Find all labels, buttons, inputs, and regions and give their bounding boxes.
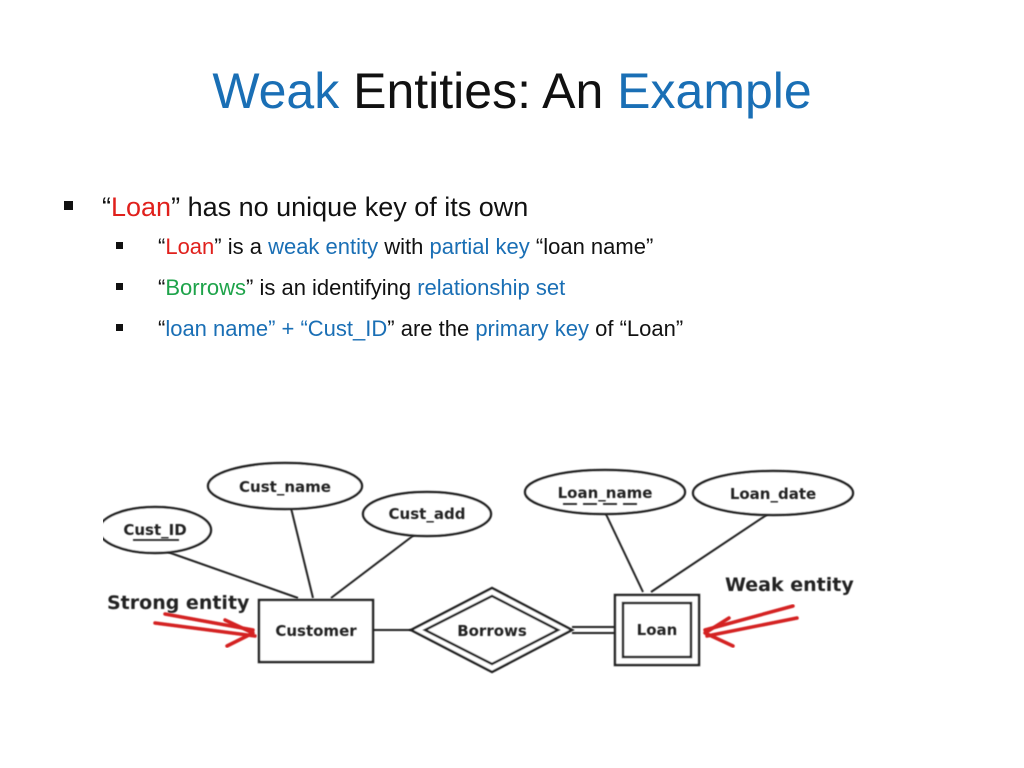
weak-arrow-shaft-1 [703,604,795,632]
bullet-text: ” has no unique key of its own [171,192,529,222]
er-diagram: Cust_ID Cust_name Cust_add Loan_name Loa… [103,461,855,674]
sub-bullet-square-icon [116,324,123,331]
weak-arrow-shaft-2 [705,616,799,638]
line-custname-customer [290,507,314,599]
bullet-square-icon [64,201,73,210]
loan-text: Loan [111,192,172,222]
loan-text: Loan [165,234,215,259]
title-middle: Entities: An [339,63,618,119]
keys-text: loan name” + “Cust_ID [165,316,388,341]
borrows-diamond-inner [422,594,561,666]
loan-entity-inner-box [621,601,693,659]
weak-arrow-head-icon [703,616,735,648]
strong-arrow-shaft-1 [153,621,257,638]
title-example: Example [617,63,812,119]
attr-cust-name-ellipse [206,461,364,511]
text: ” is an identifying [246,275,418,300]
attr-loan-date-ellipse [691,469,855,517]
quote: “ [102,192,111,222]
borrows-text: Borrows [165,275,247,300]
text: ” are the [387,316,476,341]
customer-entity-box [257,598,375,664]
cust-name-label: Cust_name [239,478,331,496]
line-loanname-loan [603,509,644,593]
cust-add-label: Cust_add [389,505,466,523]
title-weak: Weak [212,63,340,119]
attr-cust-id-ellipse [103,505,213,555]
bullet-list: “Loan” has no unique key of its own “Loa… [62,188,1002,349]
loan-date-label: Loan_date [730,485,816,503]
text: ” is a [214,234,269,259]
cust-id-label: Cust_ID [123,521,186,539]
attr-loan-name-ellipse [523,468,687,516]
text: with [378,234,430,259]
partial-key-text: partial key [429,234,530,259]
sub-bullet-square-icon [116,283,123,290]
slide-title: Weak Entities: An Example [0,62,1024,120]
strong-arrow-head-icon [223,618,255,648]
sub-bullet-3: “loan name” + “Cust_ID” are the primary … [62,308,1002,349]
quote: “ [158,316,166,341]
attr-cust-add-ellipse [361,490,493,538]
bullet-main: “Loan” has no unique key of its own [62,188,1002,226]
primary-key-text: primary key [475,316,589,341]
sub-bullet-2: “Borrows” is an identifying relationship… [62,267,1002,308]
line-loandate-loan [650,511,772,593]
text: “loan name” [529,234,654,259]
customer-label: Customer [275,622,357,640]
weak-entity-label: Weak entity [725,574,854,596]
line-custadd-customer [330,531,419,599]
strong-entity-label: Strong entity [107,592,250,614]
borrows-label: Borrows [457,622,527,640]
quote: “ [158,234,166,259]
sub-bullet-1: “Loan” is a weak entity with partial key… [62,226,1002,267]
loan-label: Loan [637,621,678,639]
sub-bullet-square-icon [116,242,123,249]
relationship-set-text: relationship set [417,275,566,300]
weak-entity-text: weak entity [268,234,379,259]
quote: “ [158,275,166,300]
text: of “Loan” [589,316,684,341]
loan-name-label: Loan_name [558,484,653,502]
